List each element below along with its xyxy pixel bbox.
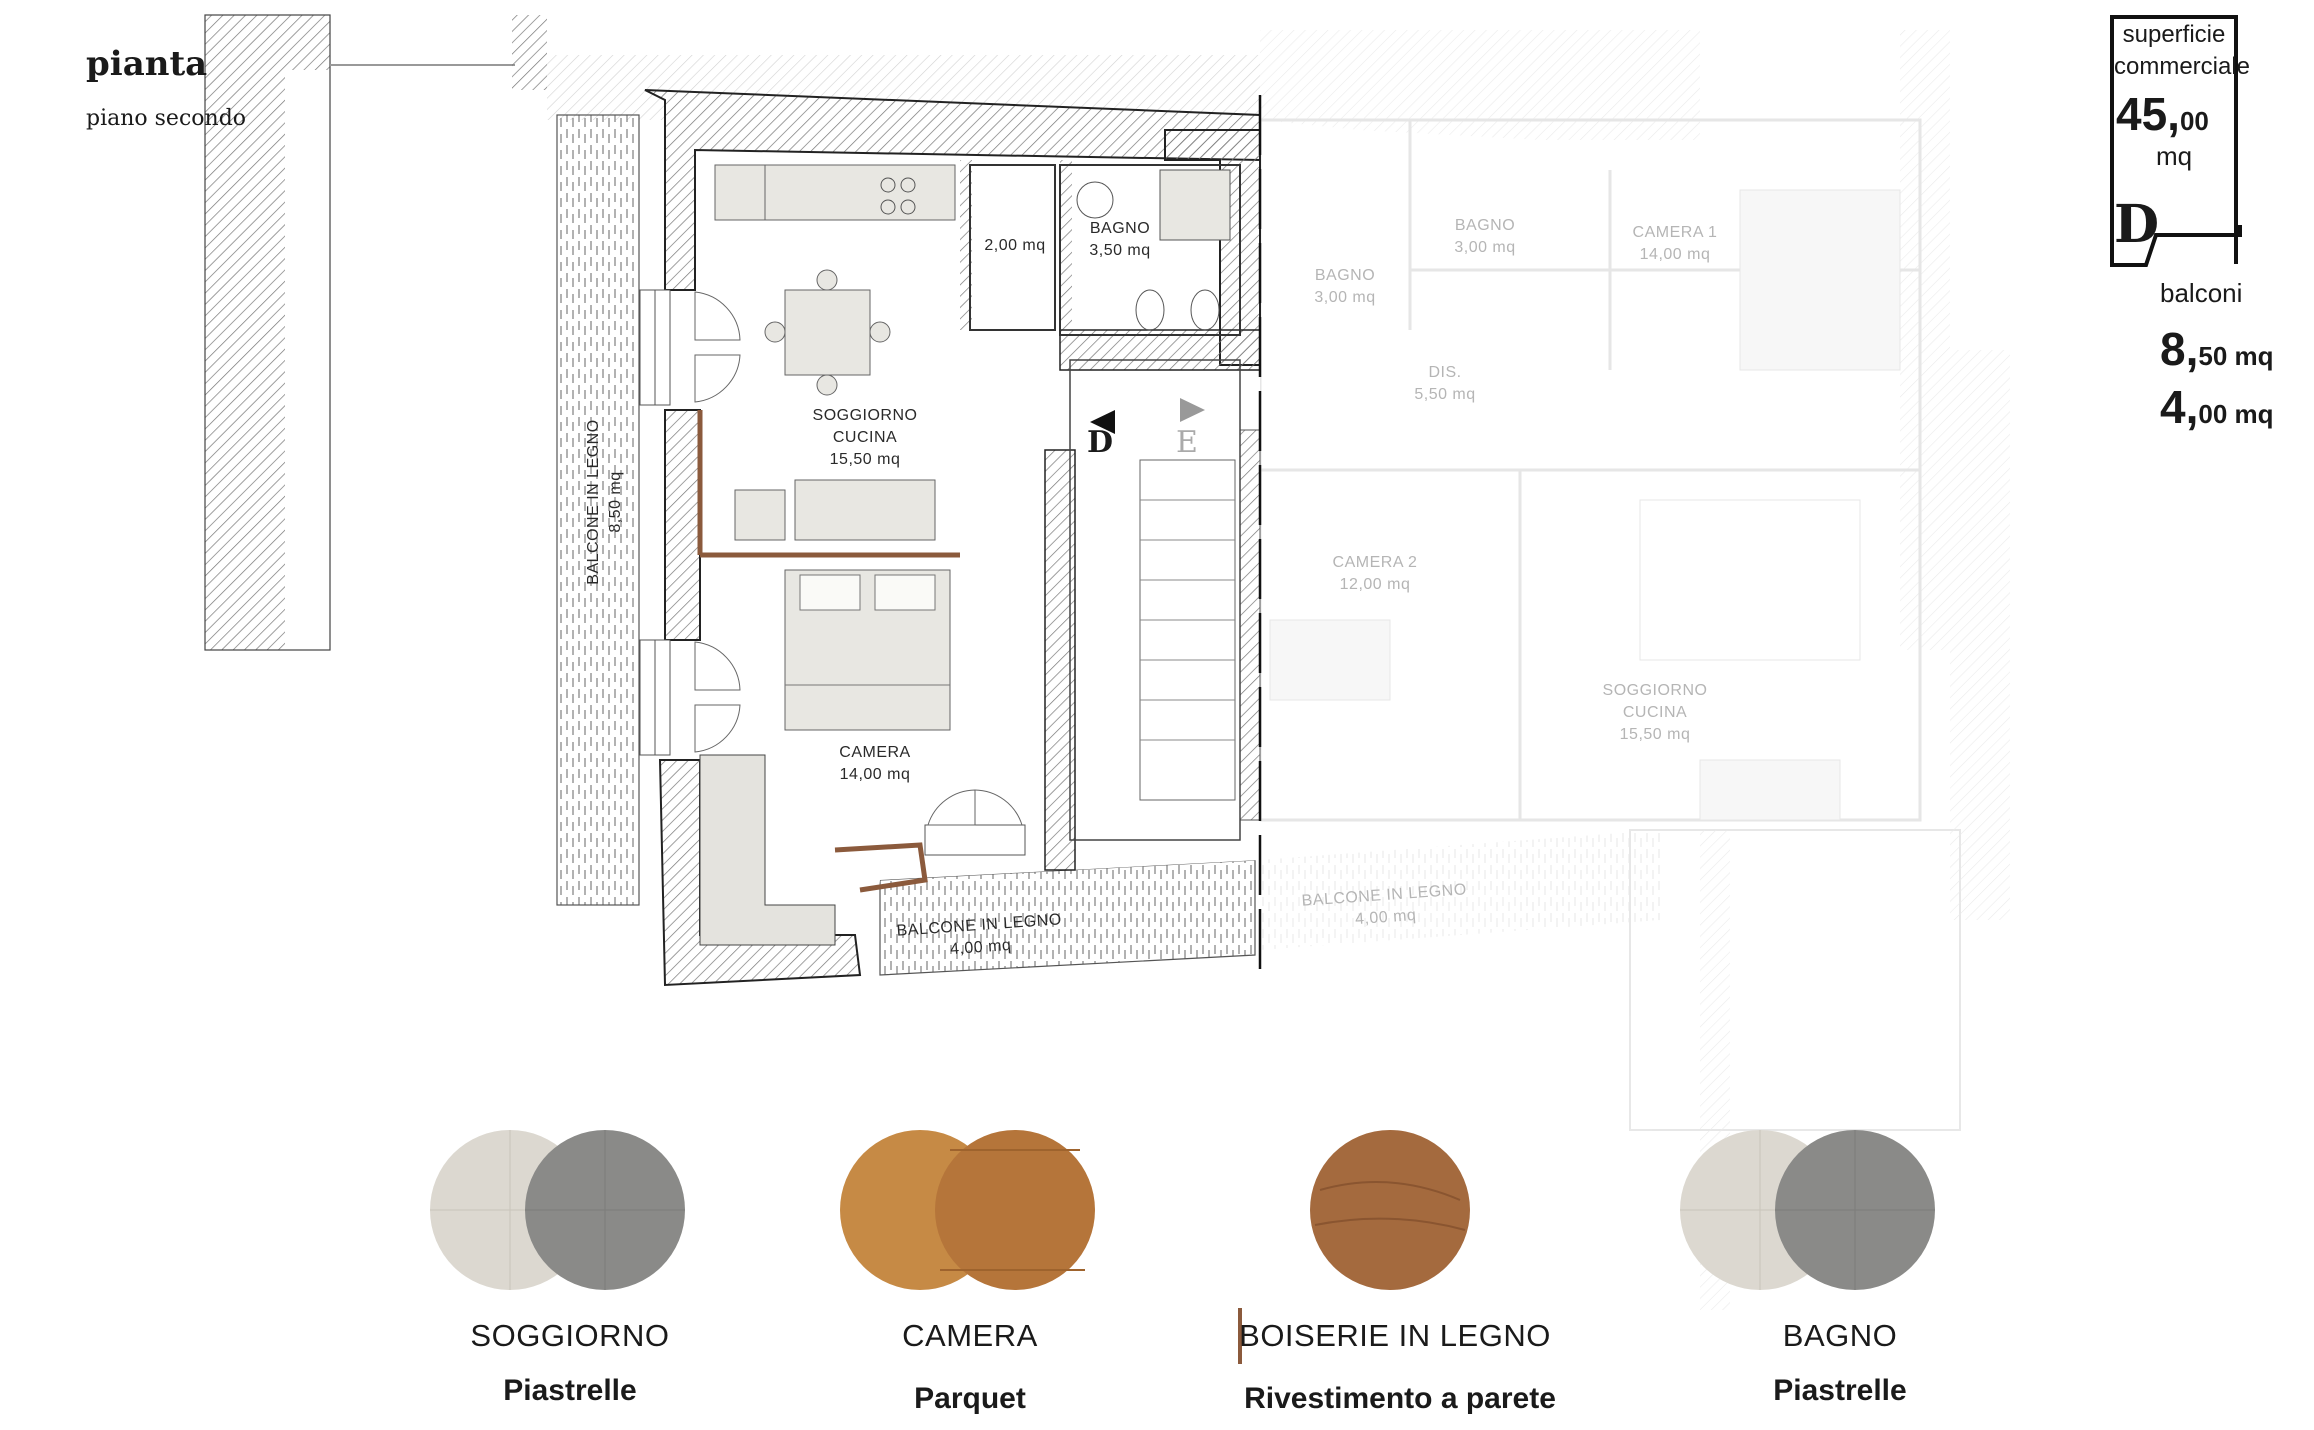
page-subtitle: piano secondo — [86, 106, 247, 131]
balcony-2-area: 4,00 mq — [2160, 381, 2274, 433]
boiserie-accent-bar — [1238, 1308, 1242, 1364]
area-label-line2: commerciale — [2114, 53, 2251, 80]
sofa — [734, 479, 936, 541]
room-label-closet: 2,00 mq — [984, 237, 1046, 254]
boiserie — [697, 410, 960, 893]
balconies-label: balconi — [2160, 278, 2243, 308]
material-type-soggiorno: Piastrelle — [503, 1374, 637, 1407]
dining-table — [764, 269, 891, 396]
swatch-camera — [840, 1130, 1095, 1290]
swatch-bagno — [1680, 1130, 1935, 1290]
swatch-soggiorno — [430, 1130, 685, 1290]
material-type-boiserie: Rivestimento a parete — [1244, 1382, 1556, 1415]
windows-west — [639, 289, 1026, 856]
material-category-camera: CAMERA — [902, 1318, 1038, 1353]
balcony-west — [556, 114, 640, 906]
material-type-bagno: Piastrelle — [1773, 1374, 1907, 1407]
area-unit: mq — [2155, 141, 2193, 171]
area-value: 45,00 — [2116, 88, 2209, 140]
material-type-camera: Parquet — [914, 1382, 1026, 1415]
unit-d-arrow — [1090, 410, 1115, 434]
room-label-e-dis: DIS.5,50 mq — [1414, 364, 1476, 403]
bathroom — [1059, 164, 1241, 336]
unit-e-plan — [1258, 30, 2010, 1310]
bed — [784, 569, 951, 731]
page-title: pianta — [86, 44, 208, 84]
area-summary-box: superficie commerciale 45,00 mq D — [2110, 15, 2251, 264]
stairs — [1069, 359, 1241, 841]
unit-d-letter: D — [1087, 425, 1114, 460]
summary-box-bottom — [2110, 225, 2242, 267]
area-label-line1: superficie — [2122, 21, 2226, 48]
balcony-1-area: 8,50 mq — [2160, 323, 2274, 375]
kitchen — [714, 164, 956, 221]
material-category-bagno: BAGNO — [1782, 1318, 1898, 1353]
unit-e-arrow — [1180, 398, 1205, 422]
material-category-boiserie: BOISERIE IN LEGNO — [1239, 1318, 1551, 1353]
swatch-boiserie — [1310, 1130, 1470, 1290]
closet — [969, 164, 1056, 331]
unit-e-letter: E — [1176, 425, 1198, 460]
material-category-soggiorno: SOGGIORNO — [470, 1318, 670, 1353]
